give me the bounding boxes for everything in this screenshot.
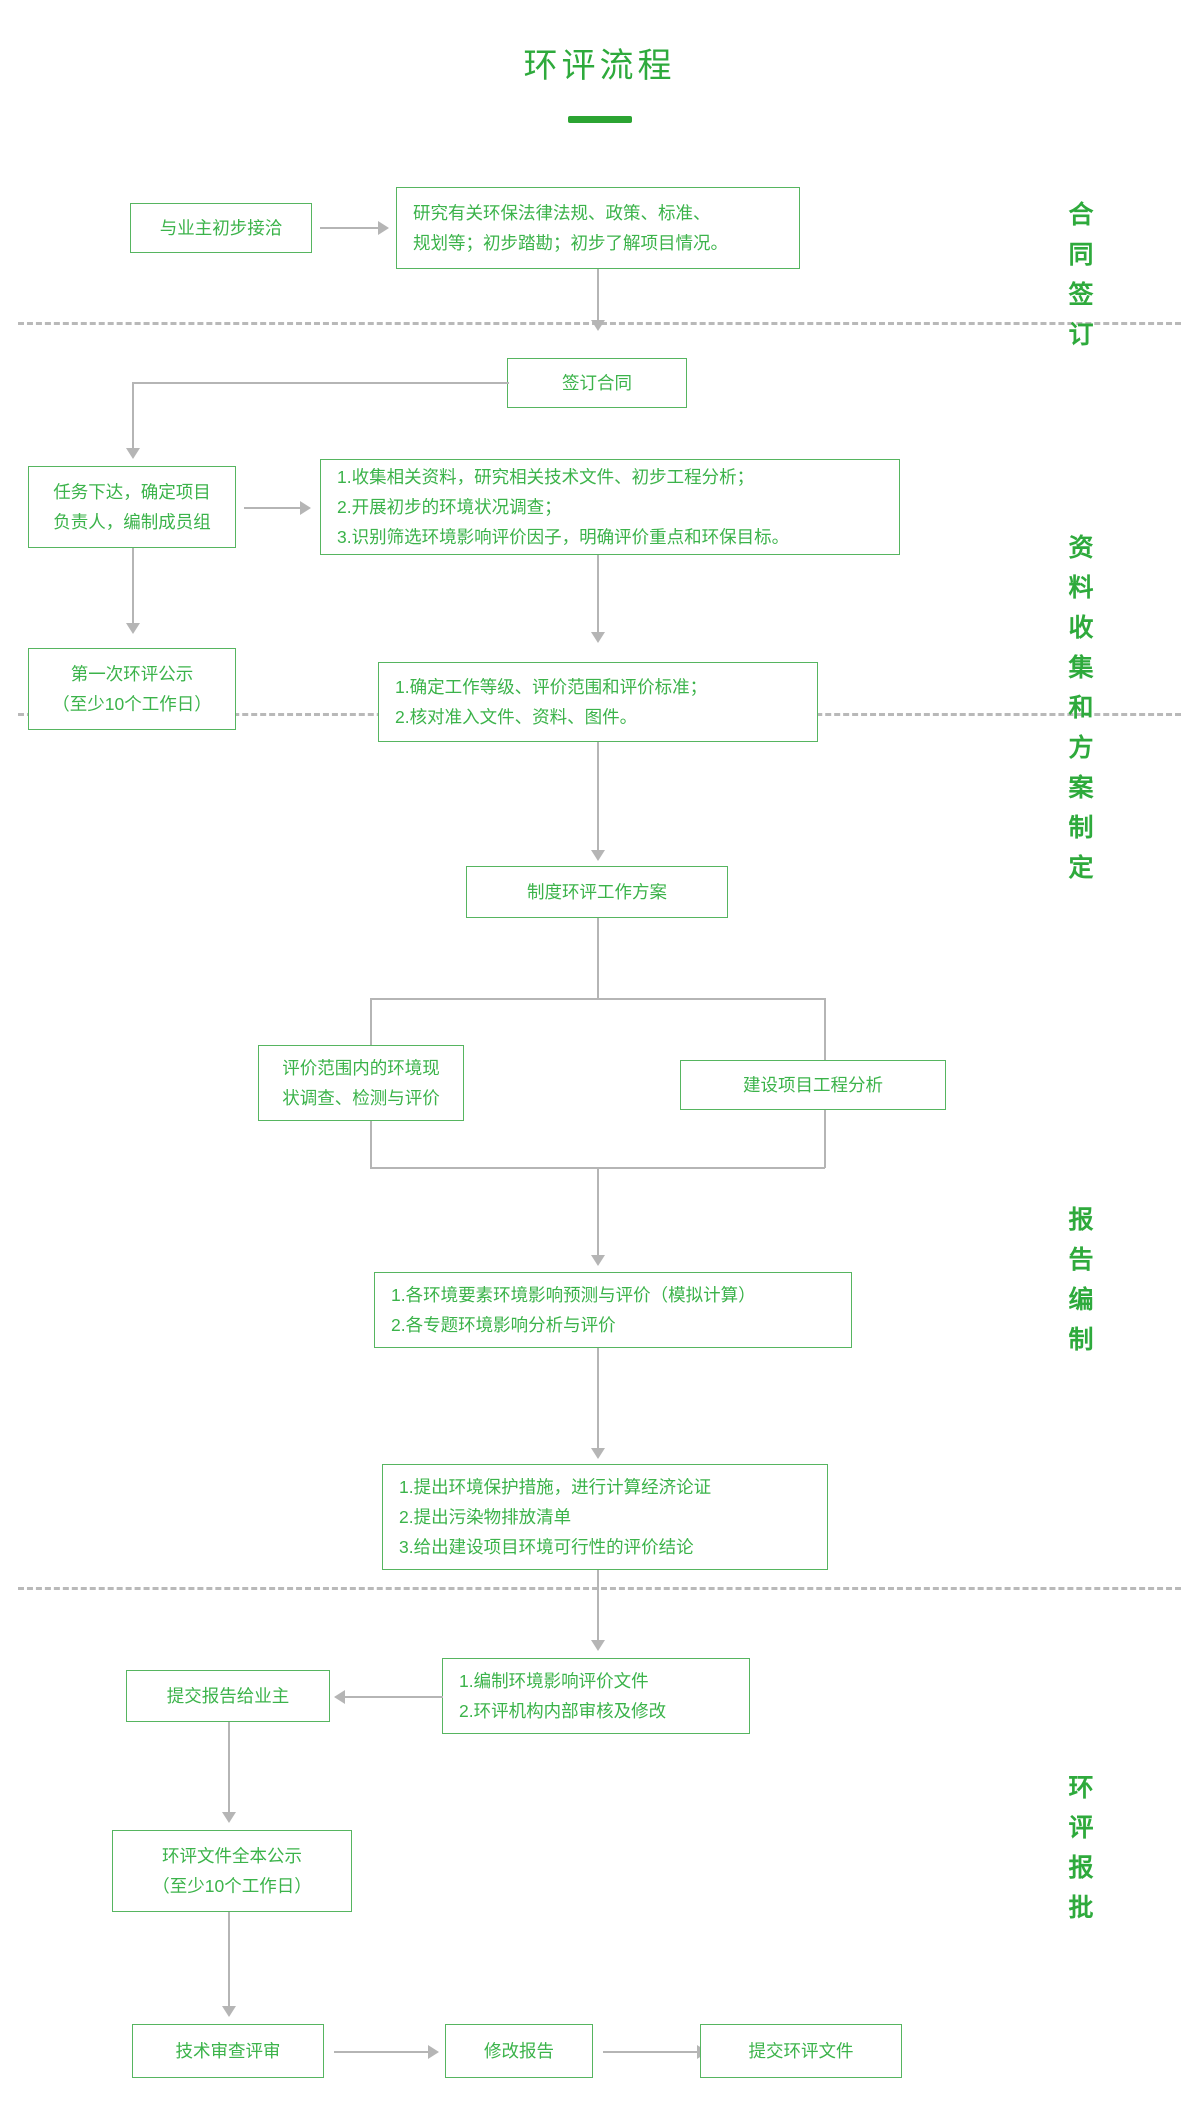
node-revise-report-text: 修改报告 (484, 2041, 554, 2061)
arrowhead-down-measures-to-compile (591, 1640, 605, 1651)
arrowhead-down-task-to-publicity (126, 623, 140, 634)
connector-prediction-to-measures (597, 1348, 599, 1450)
node-collect-data[interactable]: 1.收集相关资料，研究相关技术文件、初步工程分析； 2.开展初步的环境状况调查；… (320, 459, 900, 555)
node-submit-to-owner[interactable]: 提交报告给业主 (126, 1670, 330, 1722)
node-compile-report[interactable]: 1.编制环境影响评价文件 2.环评机构内部审核及修改 (442, 1658, 750, 1734)
node-work-plan-text: 制度环评工作方案 (527, 882, 667, 902)
node-determine-level-text: 1.确定工作等级、评价范围和评价标准； 2.核对准入文件、资料、图件。 (395, 677, 708, 727)
connector-merge-to-prediction (597, 1167, 599, 1257)
connector-review-to-revise (334, 2051, 431, 2053)
node-compile-report-text: 1.编制环境影响评价文件 2.环评机构内部审核及修改 (459, 1671, 667, 1721)
node-impact-prediction-text: 1.各环境要素环境影响预测与评价（模拟计算） 2.各专题环境影响分析与评价 (391, 1285, 756, 1335)
node-full-publicity-text: 环评文件全本公示 （至少10个工作日） (152, 1846, 312, 1896)
node-engineering-analysis[interactable]: 建设项目工程分析 (680, 1060, 946, 1110)
node-first-publicity-text: 第一次环评公示 （至少10个工作日） (52, 664, 212, 714)
arrowhead-down-prediction-to-measures (591, 1448, 605, 1459)
node-status-survey-text: 评价范围内的环境现 状调查、检测与评价 (282, 1058, 440, 1108)
arrowhead-down-owner-to-publicity (222, 1812, 236, 1823)
connector-plan-to-split (597, 918, 599, 998)
node-first-publicity[interactable]: 第一次环评公示 （至少10个工作日） (28, 648, 236, 730)
stage-label-report-preparation: 报告编制 (1068, 1206, 1094, 1354)
node-sign-contract[interactable]: 签订合同 (507, 358, 687, 408)
node-engineering-analysis-text: 建设项目工程分析 (743, 1075, 883, 1095)
connector-research-to-contract (597, 269, 599, 321)
arrowhead-down-research-to-contract (591, 320, 605, 331)
node-research-regulations-text: 研究有关环保法律法规、政策、标准、 规划等；初步踏勘；初步了解项目情况。 (413, 203, 728, 253)
node-status-survey[interactable]: 评价范围内的环境现 状调查、检测与评价 (258, 1045, 464, 1121)
arrowhead-right-contact-to-research (378, 221, 389, 235)
arrowhead-down-contract-to-task (126, 448, 140, 459)
node-task-assignment-text: 任务下达，确定项目 负责人，编制成员组 (53, 482, 211, 532)
node-initial-contact-text: 与业主初步接洽 (159, 218, 283, 238)
node-task-assignment[interactable]: 任务下达，确定项目 负责人，编制成员组 (28, 466, 236, 548)
page-title: 环评流程 (523, 47, 676, 85)
node-work-plan[interactable]: 制度环评工作方案 (466, 866, 728, 918)
arrowhead-down-collect-to-level (591, 632, 605, 643)
node-initial-contact[interactable]: 与业主初步接洽 (130, 203, 312, 253)
connector-task-to-collect (244, 507, 302, 509)
connector-contact-to-research (320, 227, 380, 229)
node-full-publicity[interactable]: 环评文件全本公示 （至少10个工作日） (112, 1830, 352, 1912)
node-submit-eia-doc-text: 提交环评文件 (748, 2041, 854, 2061)
connector-split-top-bar (370, 998, 825, 1000)
connector-owner-to-publicity (228, 1722, 230, 1814)
connector-contract-left-run (132, 382, 509, 384)
node-revise-report[interactable]: 修改报告 (445, 2024, 593, 2078)
node-impact-prediction[interactable]: 1.各环境要素环境影响预测与评价（模拟计算） 2.各专题环境影响分析与评价 (374, 1272, 852, 1348)
arrowhead-left-compile-to-owner (334, 1690, 345, 1704)
arrowhead-right-task-to-collect (300, 501, 311, 515)
stage-label-eia-approval: 环评报批 (1068, 1774, 1094, 1922)
arrowhead-down-publicity-to-review (222, 2006, 236, 2017)
node-research-regulations[interactable]: 研究有关环保法律法规、政策、标准、 规划等；初步踏勘；初步了解项目情况。 (396, 187, 800, 269)
section-divider-3 (18, 1587, 1181, 1590)
node-collect-data-text: 1.收集相关资料，研究相关技术文件、初步工程分析； 2.开展初步的环境状况调查；… (337, 467, 790, 547)
arrowhead-down-merge-to-prediction (591, 1255, 605, 1266)
node-protection-measures-text: 1.提出环境保护措施，进行计算经济论证 2.提出污染物排放清单 3.给出建设项目… (399, 1477, 712, 1557)
connector-task-to-publicity (132, 548, 134, 624)
connector-compile-to-owner (345, 1696, 443, 1698)
connector-measures-to-compile (597, 1570, 599, 1642)
connector-level-to-plan (597, 742, 599, 852)
arrowhead-down-level-to-plan (591, 850, 605, 861)
connector-publicity-to-review (228, 1912, 230, 2008)
arrowhead-right-review-to-revise (428, 2045, 439, 2059)
node-protection-measures[interactable]: 1.提出环境保护措施，进行计算经济论证 2.提出污染物排放清单 3.给出建设项目… (382, 1464, 828, 1570)
node-technical-review[interactable]: 技术审查评审 (132, 2024, 324, 2078)
stage-label-contract: 合同签订 (1068, 201, 1094, 349)
node-sign-contract-text: 签订合同 (562, 373, 632, 393)
node-submit-to-owner-text: 提交报告给业主 (166, 1686, 290, 1706)
title-underline-rule (568, 116, 632, 123)
node-submit-eia-doc[interactable]: 提交环评文件 (700, 2024, 902, 2078)
stage-label-data-collection: 资料收集和方案制定 (1068, 534, 1094, 882)
connector-revise-to-submit (603, 2051, 700, 2053)
node-technical-review-text: 技术审查评审 (175, 2041, 281, 2061)
connector-contract-down-run (132, 382, 134, 450)
node-determine-level[interactable]: 1.确定工作等级、评价范围和评价标准； 2.核对准入文件、资料、图件。 (378, 662, 818, 742)
connector-collect-to-level (597, 555, 599, 633)
